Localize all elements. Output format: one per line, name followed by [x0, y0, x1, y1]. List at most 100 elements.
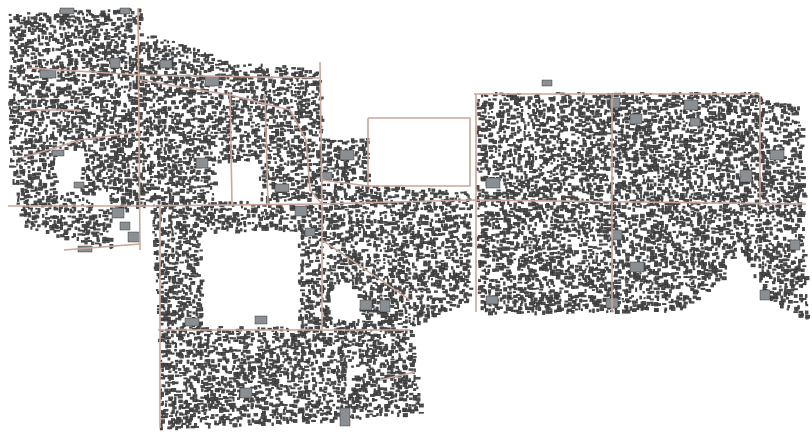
building-footprint	[84, 103, 89, 106]
building-footprint	[773, 178, 779, 181]
building-footprint	[130, 37, 136, 40]
building-footprint	[663, 115, 668, 118]
building-footprint	[622, 118, 625, 123]
building-footprint	[140, 90, 143, 93]
building-footprint	[780, 114, 784, 119]
building-footprint	[307, 138, 312, 142]
building-footprint	[650, 149, 654, 154]
building-footprint	[667, 132, 670, 136]
building-footprint	[652, 118, 658, 123]
building-footprint	[513, 164, 517, 168]
building-footprint	[692, 189, 695, 192]
building-footprint	[26, 199, 29, 202]
building-footprint	[584, 118, 590, 122]
building-footprint	[185, 140, 189, 145]
building-footprint	[773, 112, 776, 117]
building-footprint	[174, 82, 177, 86]
building-footprint	[675, 165, 680, 168]
building-footprint	[200, 76, 203, 81]
building-footprint	[261, 149, 265, 153]
building-footprint	[16, 147, 21, 150]
building-footprint	[299, 86, 305, 90]
building-footprint	[44, 80, 48, 85]
building-footprint	[481, 188, 485, 193]
building-footprint	[668, 115, 674, 119]
building-footprint	[588, 137, 592, 140]
building-footprint	[276, 109, 280, 113]
building-footprint	[12, 99, 16, 101]
building-footprint	[199, 134, 202, 137]
building-footprint	[170, 188, 173, 193]
building-footprint	[499, 137, 504, 142]
building-footprint	[613, 117, 617, 122]
building-footprint	[775, 132, 779, 135]
building-footprint	[582, 111, 586, 116]
building-footprint	[593, 182, 597, 185]
building-footprint	[20, 64, 24, 68]
building-footprint	[146, 140, 149, 143]
building-footprint	[509, 185, 515, 188]
building-footprint	[480, 167, 485, 170]
building-footprint	[675, 153, 679, 158]
building-footprint	[768, 128, 774, 131]
building-footprint	[791, 179, 794, 183]
building-footprint	[595, 111, 600, 116]
building-footprint	[760, 132, 764, 137]
building-footprint	[761, 172, 766, 176]
building-footprint	[178, 164, 183, 167]
building-footprint	[16, 109, 20, 113]
building-footprint	[308, 70, 312, 74]
building-footprint	[494, 123, 498, 126]
building-footprint	[287, 139, 290, 144]
building-footprint	[658, 121, 663, 124]
building-footprint	[143, 106, 147, 111]
building-footprint	[335, 160, 339, 165]
building-footprint	[37, 105, 42, 107]
building-footprint	[92, 48, 95, 53]
building-footprint	[683, 144, 688, 149]
building-footprint	[556, 113, 560, 117]
building-footprint	[99, 169, 103, 173]
building-footprint	[584, 179, 590, 182]
building-footprint	[26, 53, 30, 57]
building-footprint	[557, 116, 560, 119]
building-footprint	[242, 153, 248, 156]
building-footprint	[116, 96, 120, 98]
building-footprint	[307, 150, 310, 154]
building-footprint	[731, 141, 737, 146]
building-footprint	[713, 192, 719, 195]
building-footprint	[628, 165, 632, 170]
building-footprint	[700, 143, 706, 147]
building-footprint	[203, 57, 206, 61]
building-footprint	[503, 130, 506, 134]
building-footprint	[783, 103, 787, 106]
building-footprint	[189, 51, 192, 54]
building-footprint	[21, 29, 27, 34]
building-footprint	[322, 153, 327, 157]
building-footprint	[703, 124, 708, 127]
building-footprint	[679, 144, 684, 147]
building-footprint	[261, 89, 266, 92]
building-footprint	[599, 185, 604, 190]
building-footprint	[513, 108, 517, 112]
building-footprint	[142, 76, 145, 81]
building-footprint	[715, 185, 719, 190]
building-footprint	[279, 72, 283, 77]
building-footprint	[736, 137, 742, 141]
building-footprint	[135, 169, 139, 173]
building-footprint	[168, 49, 172, 52]
building-footprint	[300, 115, 304, 119]
building-footprint	[87, 176, 90, 179]
building-footprint	[41, 86, 45, 90]
building-footprint	[17, 60, 22, 62]
building-footprint	[283, 73, 287, 76]
building-footprint	[291, 182, 295, 187]
building-footprint	[38, 18, 44, 21]
building-footprint	[480, 147, 486, 152]
building-footprint	[649, 183, 653, 187]
building-footprint	[783, 178, 787, 182]
building-footprint	[431, 188, 436, 192]
building-footprint	[332, 159, 335, 162]
building-footprint	[214, 124, 219, 128]
